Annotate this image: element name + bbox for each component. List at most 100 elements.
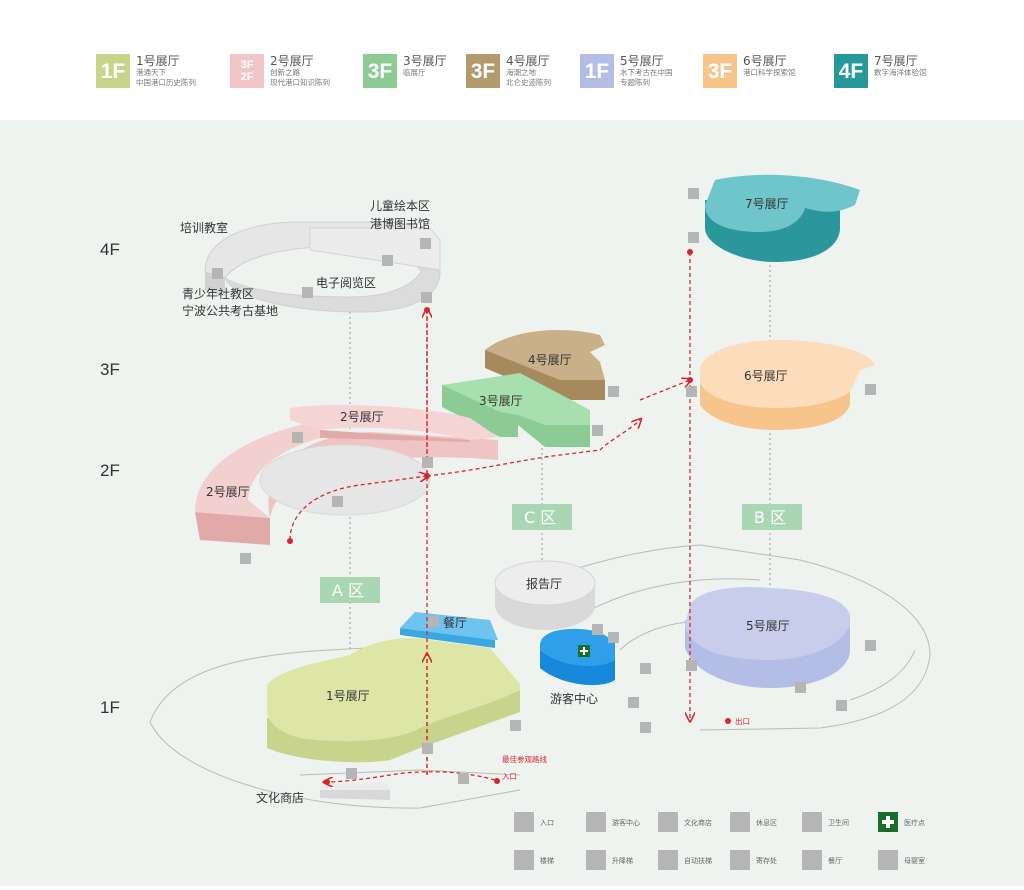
hall-key-desc: 数字海洋体验馆 xyxy=(874,68,927,77)
legend-label: 升降梯 xyxy=(612,856,633,865)
hall-1-label: 1号展厅 xyxy=(326,689,370,703)
locker-icon xyxy=(628,697,639,708)
dining-label: 餐厅 xyxy=(443,615,467,630)
restroom-icon xyxy=(428,616,439,627)
floor-map-svg: 4F 3F 2F 1F 培训教室 儿童绘本区 港博图书馆 电子阅览区 青少年社教… xyxy=(100,174,931,870)
floor-badge: 1F xyxy=(96,54,130,88)
hall-key-desc: 港口科学探索馆 xyxy=(743,68,796,77)
legend-label: 自动扶梯 xyxy=(684,856,712,865)
stairs-icon xyxy=(420,238,431,249)
info-icon xyxy=(586,812,606,832)
atrium-2f xyxy=(259,444,431,516)
visitor-center xyxy=(540,628,615,686)
training-room-label: 培训教室 xyxy=(180,220,228,235)
report-hall xyxy=(494,560,596,630)
kids-area-label: 儿童绘本区 xyxy=(370,198,430,213)
e-reading-label: 电子阅览区 xyxy=(316,275,376,290)
dining-area xyxy=(400,612,498,648)
zone-a-label: A 区 xyxy=(332,581,364,600)
restroom-icon xyxy=(212,268,223,279)
shop-icon xyxy=(346,768,357,779)
zone-a-badge xyxy=(320,577,380,603)
floor-4-rooms xyxy=(204,221,441,313)
elevator-icon xyxy=(422,743,433,754)
hall-key-name: 3号展厅 xyxy=(403,54,447,68)
elevator-icon xyxy=(422,457,433,468)
hall-2-label-left: 2号展厅 xyxy=(206,485,250,499)
restroom-icon xyxy=(802,812,822,832)
shop-icon xyxy=(658,812,678,832)
visitor-center-label: 游客中心 xyxy=(550,691,598,706)
hall-key-desc: 水下考古在中国专题陈列 xyxy=(620,68,673,87)
zone-b-label: B 区 xyxy=(754,508,786,527)
route-title: 最佳参观路线 xyxy=(502,754,547,764)
restroom-icon xyxy=(865,384,876,395)
hall-key-name: 7号展厅 xyxy=(874,54,918,68)
hall-key-name: 5号展厅 xyxy=(620,54,664,68)
facility-icons-on-map xyxy=(212,188,876,784)
floor-badge: 3F xyxy=(466,54,500,88)
elevator-icon xyxy=(686,660,697,671)
hall-key-desc: 创新之路现代港口知识陈列 xyxy=(270,68,330,87)
elevator-icon xyxy=(421,292,432,303)
hall-4-label: 4号展厅 xyxy=(528,353,572,367)
hall-1 xyxy=(267,638,520,763)
legend-label: 游客中心 xyxy=(612,818,640,827)
legend-label: 文化商店 xyxy=(684,818,712,827)
visitor-route xyxy=(289,252,690,782)
legend-label: 母婴室 xyxy=(904,856,925,865)
restaurant-icon xyxy=(802,850,822,870)
legend-label: 寄存处 xyxy=(756,856,777,865)
restroom-icon xyxy=(592,425,603,436)
archaeology-base-label: 宁波公共考古基地 xyxy=(182,303,278,318)
zone-c-badge xyxy=(512,504,572,530)
restroom-icon xyxy=(688,188,699,199)
ground-floor-outline xyxy=(149,544,931,809)
hall-6-label: 6号展厅 xyxy=(744,369,788,383)
stairs-icon xyxy=(332,496,343,507)
floor-badge: 4F xyxy=(834,54,868,88)
zone-b-badge xyxy=(742,504,802,530)
hall-key-name: 4号展厅 xyxy=(506,54,550,68)
legend-item-restroom: 卫生间 xyxy=(802,812,849,832)
culture-shop xyxy=(320,782,390,800)
hall-5 xyxy=(685,586,850,688)
floor-badge: 3F xyxy=(703,54,737,88)
info-icon xyxy=(592,624,603,635)
hall-key-name: 1号展厅 xyxy=(136,54,180,68)
rest-area-icon xyxy=(730,812,750,832)
restroom-icon xyxy=(382,255,393,266)
legend-item-medical: 医疗点 xyxy=(878,812,925,832)
legend-label: 医疗点 xyxy=(904,818,925,827)
legend-item-elevator: 升降梯 xyxy=(586,850,633,870)
escalator-icon xyxy=(510,720,521,731)
stairs-icon xyxy=(240,553,251,564)
escalator-icon xyxy=(640,663,651,674)
entrance-icon xyxy=(458,773,469,784)
floor-map: 4F 3F 2F 1F 培训教室 儿童绘本区 港博图书馆 电子阅览区 青少年社教… xyxy=(0,120,1024,886)
entrance-icon xyxy=(514,812,534,832)
floor-label-1f: 1F xyxy=(100,698,120,717)
floor-label-3f: 3F xyxy=(100,360,120,379)
escalator-icon xyxy=(658,850,678,870)
hall-3-label: 3号展厅 xyxy=(479,394,523,408)
elevator-icon xyxy=(686,386,697,397)
library-label: 港博图书馆 xyxy=(370,216,430,231)
hall-key-desc: 临展厅 xyxy=(403,68,426,77)
legend-label: 入口 xyxy=(540,819,554,827)
legend-label: 餐厅 xyxy=(828,856,842,865)
stairs-icon xyxy=(302,287,313,298)
route-entrance: 入口 xyxy=(502,772,517,781)
route-exit: 出口 xyxy=(735,716,750,726)
stairs-icon xyxy=(608,386,619,397)
hall-key-name: 2号展厅 xyxy=(270,54,314,68)
stairs-icon xyxy=(608,632,619,643)
report-hall-label: 报告厅 xyxy=(526,576,562,591)
floor-label-4f: 4F xyxy=(100,240,120,259)
restroom-icon xyxy=(292,432,303,443)
hall-3 xyxy=(442,373,590,447)
floor-label-2f: 2F xyxy=(100,461,120,480)
legend-item-escalator: 自动扶梯 xyxy=(658,850,712,870)
